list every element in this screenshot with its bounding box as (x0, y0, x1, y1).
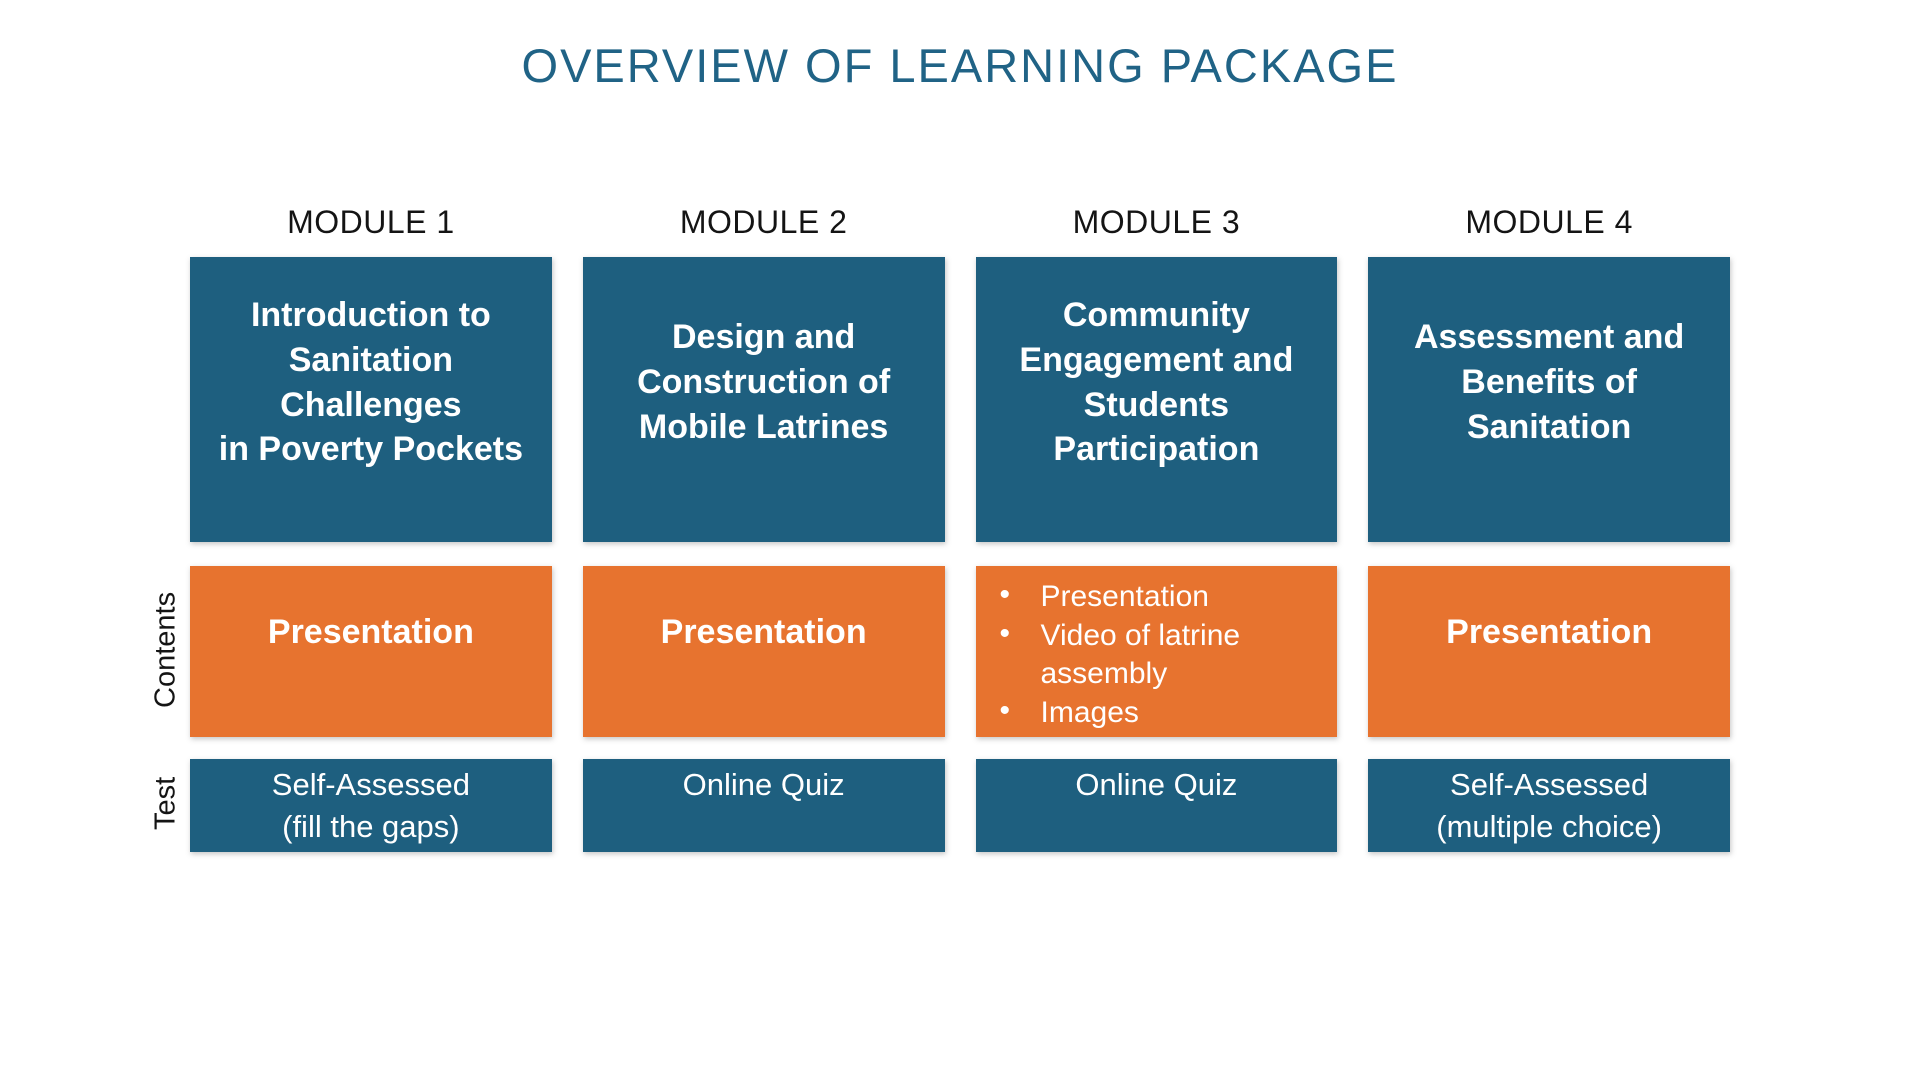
module-3-test-box: Online Quiz (975, 759, 1338, 852)
module-1-test-box: Self-Assessed (fill the gaps) (190, 759, 552, 852)
module-2-title-box: Design and Construction of Mobile Latrin… (582, 257, 945, 542)
module-3-title-box: Community Engagement and Students Partic… (975, 257, 1338, 542)
module-4-header: MODULE 4 (1465, 204, 1633, 240)
contents-item-label: Video of latrine assembly (1040, 618, 1241, 691)
contents-list-item: • Presentation (996, 578, 1241, 617)
contents-list: • Presentation • Video of latrine assembly… (996, 578, 1241, 733)
module-3-contents-box: • Presentation • Video of latrine assembly… (975, 566, 1338, 737)
module-4-test-box: Self-Assessed (multiple choice) (1368, 759, 1730, 852)
module-column-3: MODULE 3 Community Engagement and Studen… (975, 204, 1338, 852)
module-2-test-box: Online Quiz (582, 759, 945, 852)
module-3-header: MODULE 3 (1072, 204, 1241, 240)
slide-title: OVERVIEW OF LEARNING PACKAGE (521, 39, 1399, 92)
contents-list-item: • Images (996, 694, 1241, 733)
module-column-4: MODULE 4 Assessment and Benefits of Sani… (1368, 204, 1730, 852)
contents-item-label: Images (1040, 696, 1139, 730)
module-1-title-box: Introduction to Sanitation Challenges in… (190, 257, 552, 542)
module-1-header: MODULE 1 (287, 204, 455, 240)
module-2-contents-box: Presentation (582, 566, 945, 737)
module-4-contents-box: Presentation (1368, 566, 1730, 737)
module-4-title-box: Assessment and Benefits of Sanitation (1368, 257, 1730, 542)
bullet-icon: • (999, 578, 1011, 611)
module-1-contents-box: Presentation (190, 566, 552, 737)
contents-row-label: Contents (149, 591, 182, 708)
module-column-2: MODULE 2 Design and Construction of Mobi… (582, 204, 945, 852)
modules-grid: MODULE 1 Introduction to Sanitation Chal… (190, 204, 1730, 852)
bullet-icon: • (999, 616, 1011, 650)
bullet-icon: • (999, 694, 1011, 728)
module-column-1: MODULE 1 Introduction to Sanitation Chal… (190, 204, 552, 852)
module-2-header: MODULE 2 (679, 204, 848, 240)
test-row-label: Test (149, 776, 182, 831)
contents-item-label: Presentation (1040, 580, 1209, 613)
contents-list-item: • Video of latrine assembly (996, 617, 1241, 694)
